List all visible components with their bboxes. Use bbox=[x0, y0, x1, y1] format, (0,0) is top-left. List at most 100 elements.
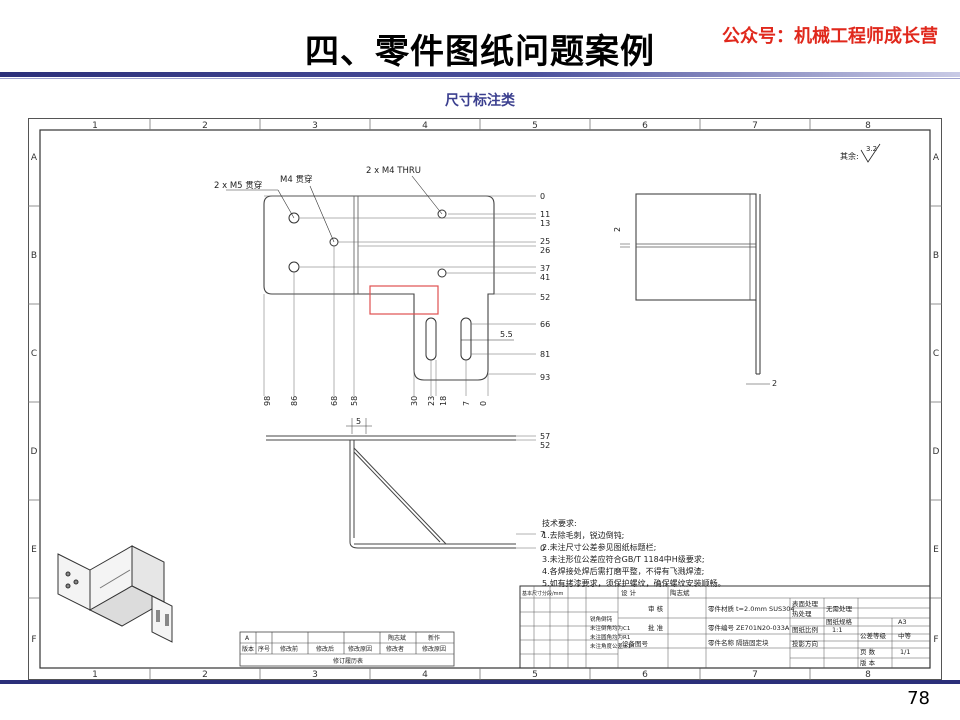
grid-row-a-right: A bbox=[933, 153, 940, 163]
grid-row-b: B bbox=[31, 251, 37, 261]
rev-top-1: 陶志斌 bbox=[388, 634, 406, 642]
mid-note-2: 未注倒角均为C1 bbox=[590, 624, 630, 632]
ord-b-23: 23 bbox=[427, 396, 436, 406]
callout-m4-thru: 2 x M4 THRU bbox=[366, 166, 421, 176]
ord-r-0: 0 bbox=[540, 192, 545, 201]
drawing-border bbox=[28, 118, 942, 680]
front-view: 5 57 52 7 0 bbox=[266, 417, 550, 553]
grid-col-2-bottom: 2 bbox=[202, 670, 208, 680]
ord-r-66: 66 bbox=[540, 320, 550, 329]
ord-b-98: 98 bbox=[263, 396, 272, 406]
grid-col-4: 4 bbox=[422, 121, 428, 131]
grid-row-b-right: B bbox=[933, 251, 939, 261]
front-ord-0: 0 bbox=[540, 544, 545, 553]
tech-note-2: 2.未注尺寸公差参见图纸标题栏; bbox=[542, 542, 656, 552]
side-dim-2-vertical: 2 bbox=[613, 227, 622, 232]
review-label: 审 核 bbox=[648, 604, 664, 613]
grid-col-2: 2 bbox=[202, 121, 208, 131]
grid-col-1: 1 bbox=[92, 121, 98, 131]
isometric-view bbox=[57, 545, 173, 643]
grid-col-8-bottom: 8 bbox=[865, 670, 871, 680]
callout-m5: 2 x M5 贯穿 bbox=[214, 180, 262, 191]
device-label: 设备图号 bbox=[622, 639, 649, 648]
grid-row-f: F bbox=[31, 635, 36, 645]
rev-caption: 修订履历表 bbox=[333, 657, 363, 665]
mid-note-3: 未注圆角均为R1 bbox=[590, 633, 630, 641]
ord-r-11: 11 bbox=[540, 210, 550, 219]
paper-value: A3 bbox=[898, 618, 907, 626]
part-name-label: 零件名称 bbox=[708, 638, 735, 647]
ord-r-93: 93 bbox=[540, 373, 550, 382]
front-ord-57: 57 bbox=[540, 432, 550, 441]
side-dim-2-horizontal: 2 bbox=[772, 379, 777, 388]
tol-header: 基本尺寸分段/mm bbox=[522, 590, 564, 597]
paper-label: 图纸规格 bbox=[826, 617, 853, 626]
tech-title: 技术要求: bbox=[542, 518, 577, 528]
ord-r-41: 41 bbox=[540, 273, 550, 282]
part-no-label: 零件编号 bbox=[708, 623, 735, 632]
surface-label: 表面处理 bbox=[792, 599, 819, 608]
part-no-value: ZE701N20-033A bbox=[736, 624, 790, 632]
side-view: 2 2 bbox=[613, 193, 777, 388]
mid-note-4: 未注角度公差±1° bbox=[590, 642, 634, 650]
scale-label: 图纸比例 bbox=[792, 625, 818, 634]
drawing-inner-border bbox=[39, 129, 931, 669]
roughness-symbol bbox=[860, 143, 881, 163]
view-label: 投影方向 bbox=[792, 639, 818, 648]
grid-col-5-bottom: 5 bbox=[532, 670, 538, 680]
grid-col-7: 7 bbox=[752, 121, 758, 131]
grid-col-1-bottom: 1 bbox=[92, 670, 98, 680]
material-label: 零件材质 bbox=[708, 604, 735, 613]
grid-row-a: A bbox=[31, 153, 38, 163]
rev-h-2: 序号 bbox=[258, 645, 270, 653]
page-number: 78 bbox=[907, 688, 930, 709]
rev-h-4: 修改后 bbox=[316, 645, 334, 653]
grid-col-4-bottom: 4 bbox=[422, 670, 428, 680]
pages-label: 页 数 bbox=[860, 647, 876, 656]
design-label: 设 计 bbox=[621, 588, 637, 597]
footer-bar bbox=[0, 680, 960, 684]
grid-col-6: 6 bbox=[642, 121, 648, 131]
tech-note-3: 3.未注形位公差应符合GB/T 1184中H级要求; bbox=[542, 554, 705, 564]
grid-row-e: E bbox=[31, 545, 37, 555]
roughness-value: 3.2 bbox=[866, 145, 877, 153]
plan-view: 5.5 2 x M5 贯穿 M4 贯穿 2 x M4 THRU bbox=[214, 166, 536, 396]
grid-col-6-bottom: 6 bbox=[642, 670, 648, 680]
rev-h-6: 修改者 bbox=[386, 645, 404, 653]
ord-r-25: 25 bbox=[540, 237, 550, 246]
tol-value: 中等 bbox=[898, 631, 912, 640]
slide-title: 四、零件图纸问题案例 bbox=[305, 32, 655, 72]
grid-row-c: C bbox=[31, 349, 37, 359]
rev-h-1: 版本 bbox=[242, 645, 254, 653]
grid-row-d-right: D bbox=[933, 447, 940, 457]
callout-m4: M4 贯穿 bbox=[280, 174, 312, 185]
title-block: 基本尺寸分段/mm 设 计 陶志斌 审 核 批 准 设备图号 锐角倒钝 未注倒角… bbox=[519, 585, 931, 669]
grid-row-f-right: F bbox=[933, 635, 938, 645]
front-ord-52: 52 bbox=[540, 441, 550, 450]
designer-name: 陶志斌 bbox=[670, 588, 690, 597]
ord-b-68: 68 bbox=[330, 396, 339, 406]
dim-5-5: 5.5 bbox=[500, 330, 513, 339]
ord-b-58: 58 bbox=[350, 396, 359, 406]
bottom-ordinates: 98 86 68 58 30 23 18 7 0 bbox=[263, 396, 488, 406]
approve-label: 批 准 bbox=[648, 623, 664, 632]
roughness-label: 其余: bbox=[840, 151, 859, 161]
ord-b-30: 30 bbox=[410, 396, 419, 406]
grid-row-d: D bbox=[31, 447, 38, 457]
grid-col-3-bottom: 3 bbox=[312, 670, 318, 680]
ord-b-86: 86 bbox=[290, 396, 299, 406]
ord-r-13: 13 bbox=[540, 219, 550, 228]
tech-note-4: 4.各焊接处焊后需打磨平整，不得有飞溅焊渣; bbox=[542, 566, 704, 576]
tech-note-1: 1.去除毛刺，锐边倒钝; bbox=[542, 530, 624, 540]
ord-r-37: 37 bbox=[540, 264, 550, 273]
part-name-value: 隔链固定块 bbox=[736, 638, 769, 647]
grid-col-5: 5 bbox=[532, 121, 538, 131]
header-rule bbox=[0, 78, 960, 79]
ord-r-26: 26 bbox=[540, 246, 550, 255]
rev-h-5: 修改原因 bbox=[348, 645, 372, 653]
grid-row-c-right: C bbox=[933, 349, 939, 359]
rev-row-a: A bbox=[245, 635, 250, 642]
rev-h-7: 修改原因 bbox=[422, 645, 446, 653]
front-dim-5: 5 bbox=[356, 417, 361, 426]
tech-notes: 技术要求: 1.去除毛刺，锐边倒钝; 2.未注尺寸公差参见图纸标题栏; 3.未注… bbox=[542, 518, 726, 588]
